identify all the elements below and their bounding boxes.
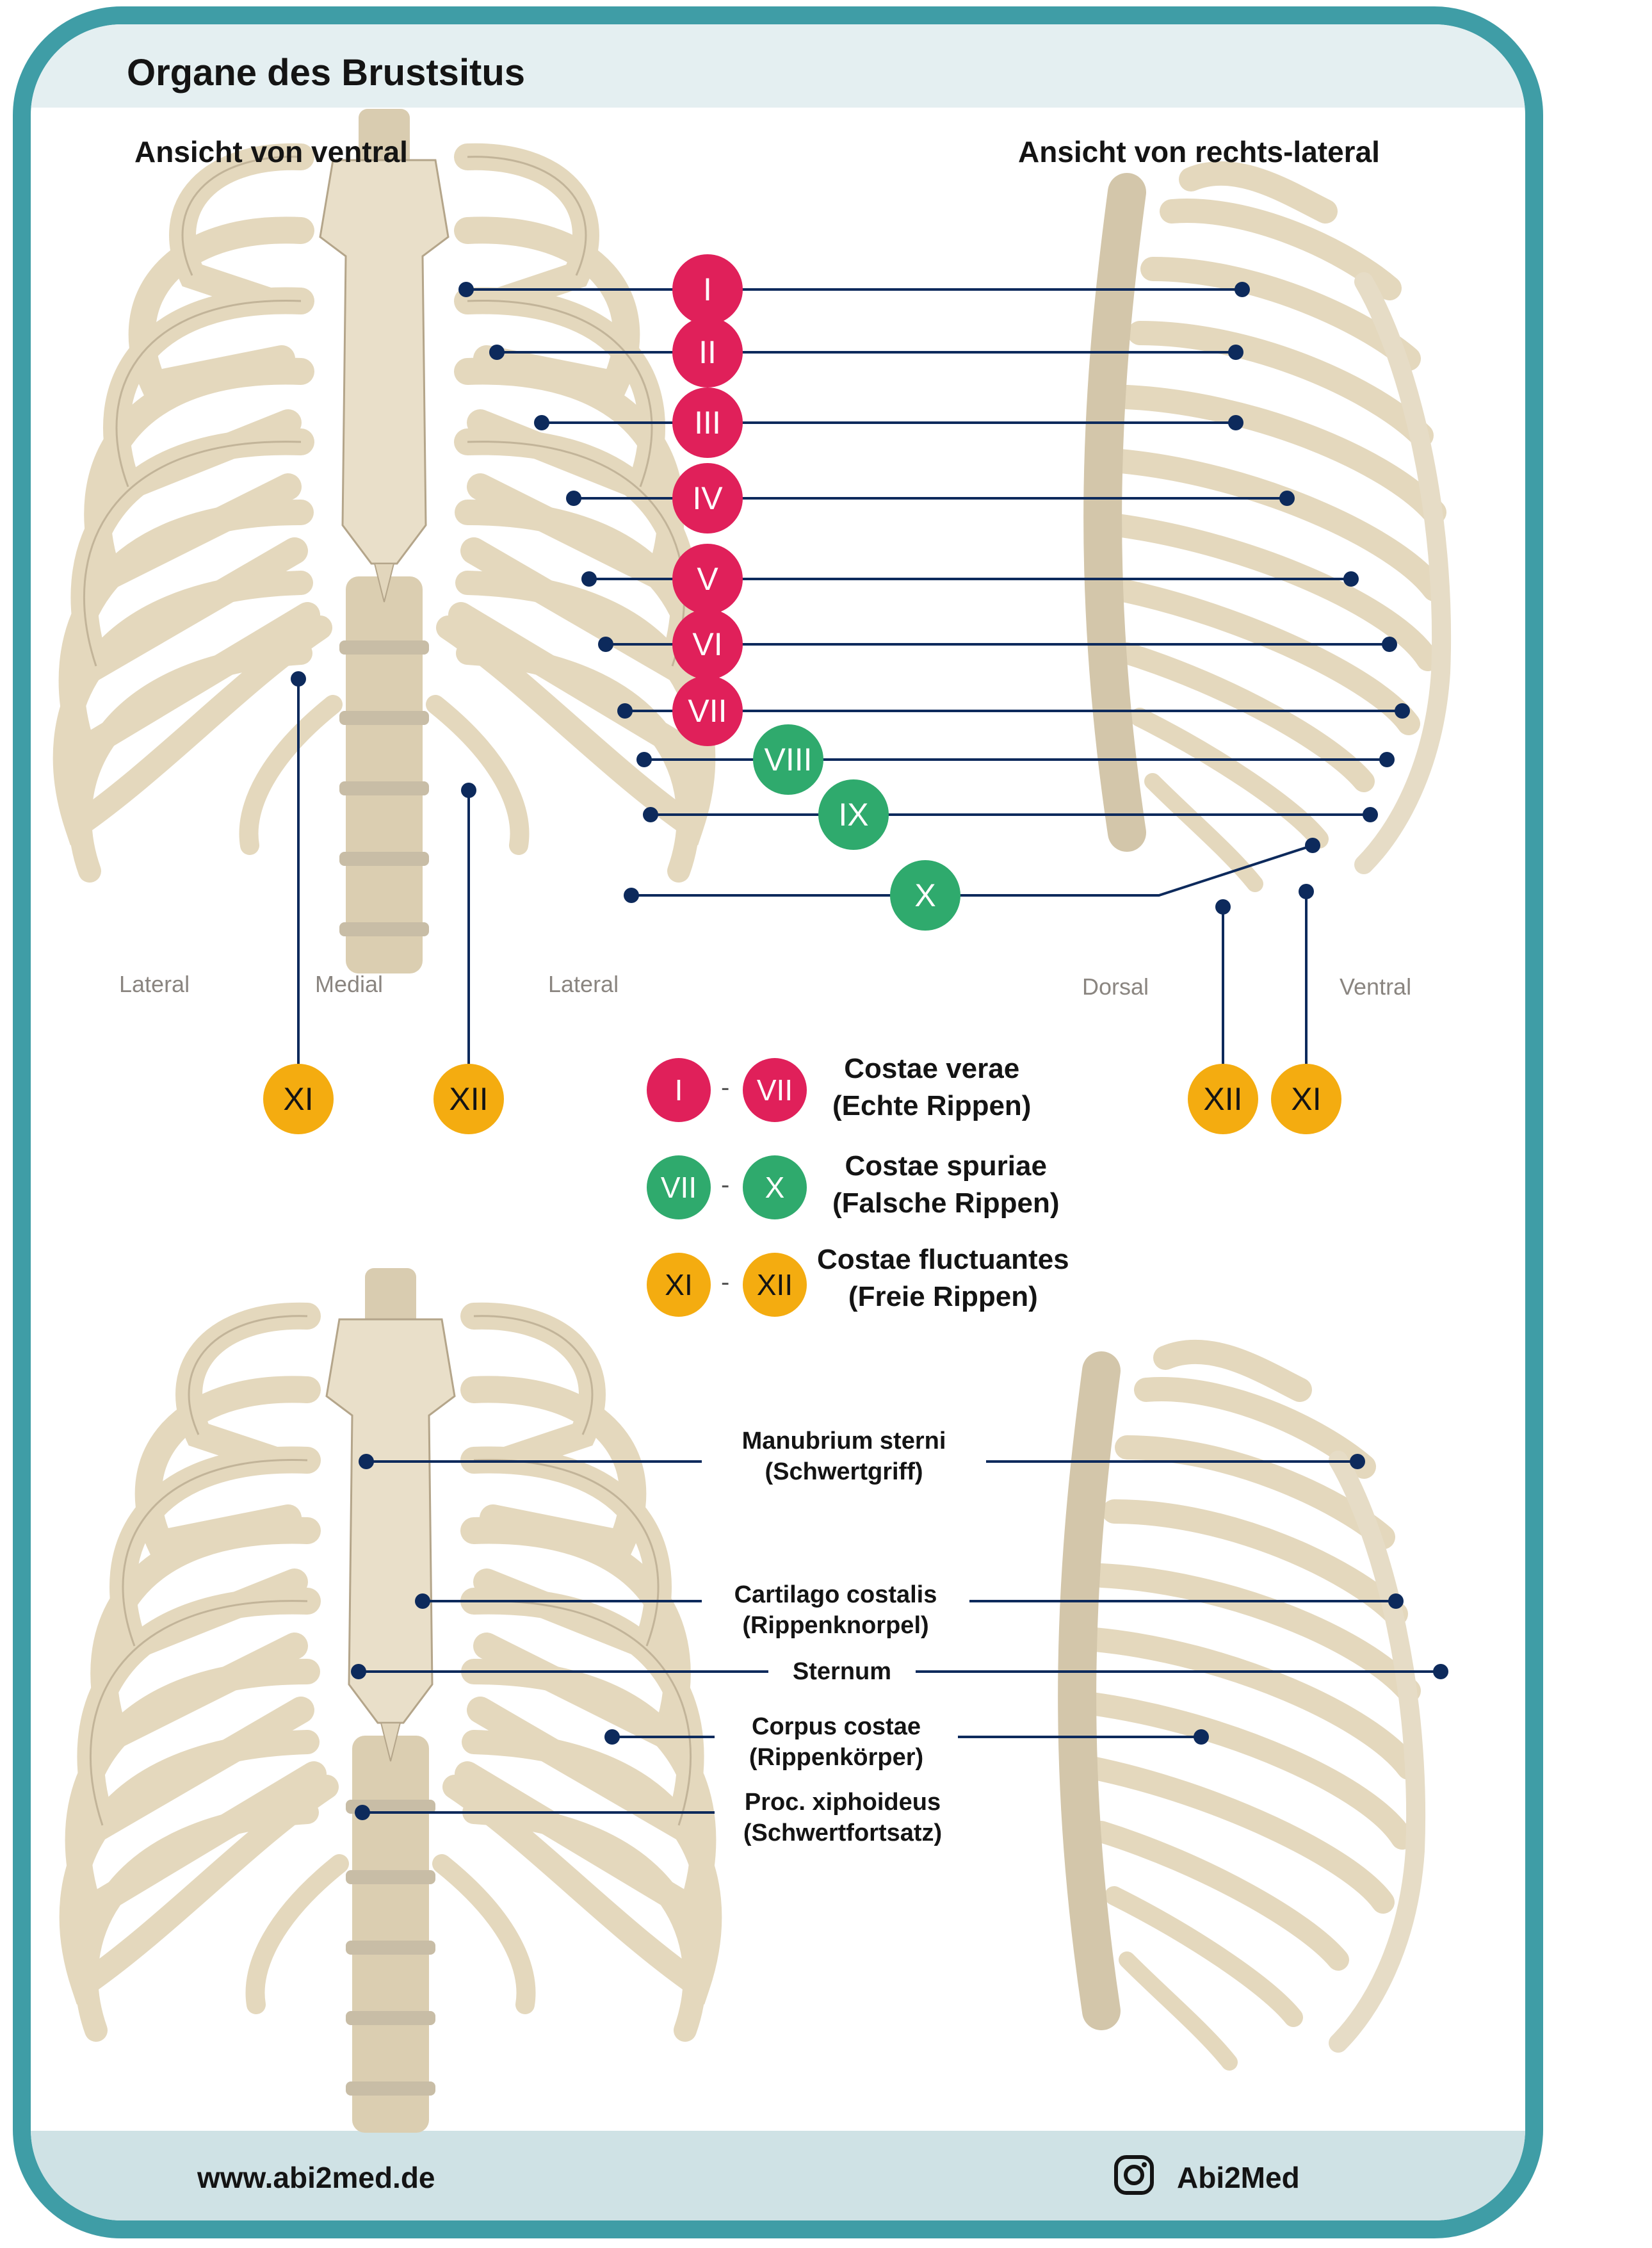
annotation-corpus-line2: (Rippenkörper) (749, 1744, 924, 1771)
legend-fluctuantes-line1: Costae fluctuantes (817, 1244, 1069, 1275)
rib-badge-10: X (890, 860, 960, 931)
annotation-sternum: Sternum (768, 1656, 916, 1687)
legend-fluctuantes-line2: (Freie Rippen) (848, 1281, 1038, 1312)
ventral-rib-cage-bottom (72, 1268, 710, 2133)
direction-ventral: Ventral (1340, 973, 1412, 1000)
legend-fluctuantes-to: XII (743, 1253, 807, 1317)
instagram-handle[interactable]: Abi2Med (1177, 2161, 1300, 2194)
legend-spuriae-line1: Costae spuriae (845, 1150, 1047, 1182)
rib-badge-4: IV (672, 463, 743, 533)
legend-spuriae-separator: - (721, 1171, 730, 1199)
annotation-xiphoid-line1: Proc. xiphoideus (744, 1789, 941, 1816)
legend-fluctuantes-separator: - (721, 1268, 730, 1296)
website-link[interactable]: www.abi2med.de (197, 2161, 435, 2194)
legend-spuriae-to: X (743, 1155, 807, 1219)
direction-dorsal: Dorsal (1082, 973, 1149, 1000)
legend-verae-line2: (Echte Rippen) (832, 1090, 1032, 1121)
annotation-cartilago-line1: Cartilago costalis (734, 1581, 937, 1608)
instagram-icon (1114, 2155, 1154, 2195)
ventral-view-heading: Ansicht von ventral (134, 135, 408, 168)
rib-badge-8: VIII (753, 724, 823, 795)
rib-leader-dots (291, 282, 1410, 915)
rib-badge-5: V (672, 544, 743, 614)
lateral-rib-cage-bottom (1077, 1352, 1416, 2062)
annotation-xiphoid-line2: (Schwertfortsatz) (743, 1820, 943, 1846)
annotation-xiphoid: Proc. xiphoideus (Schwertfortsatz) (715, 1787, 971, 1848)
annotation-cartilago: Cartilago costalis (Rippenknorpel) (702, 1579, 969, 1641)
rib-leader-lines (297, 288, 1402, 1071)
legend-fluctuantes-from: XI (647, 1253, 711, 1317)
annotation-sternum-line1: Sternum (792, 1658, 892, 1685)
direction-lateral-left: Lateral (119, 971, 190, 997)
rib-badge-3: III (672, 387, 743, 458)
annotation-corpus: Corpus costae (Rippenkörper) (715, 1711, 958, 1773)
legend-verae-text: Costae verae (Echte Rippen) (832, 1050, 1031, 1125)
rib-badge-9: IX (818, 779, 889, 850)
rib-badge-7: VII (672, 676, 743, 746)
annotation-manubrium-line2: (Schwertgriff) (765, 1458, 923, 1485)
rib-badge-12-ventral: XII (433, 1064, 504, 1134)
direction-medial: Medial (315, 971, 384, 997)
structure-leader-lines (359, 1460, 1441, 1814)
ventral-rib-cage-top (65, 109, 704, 973)
lateral-rib-cage-top (1103, 174, 1441, 884)
rib-badge-1: I (672, 254, 743, 325)
rib-badge-11-lateral: XI (1271, 1064, 1341, 1134)
rib-badge-6: VI (672, 609, 743, 680)
rib-badge-11-ventral: XI (263, 1064, 334, 1134)
annotation-cartilago-line2: (Rippenknorpel) (742, 1612, 929, 1639)
annotation-manubrium: Manubrium sterni (Schwertgriff) (702, 1426, 986, 1487)
legend-verae-line1: Costae verae (844, 1053, 1020, 1084)
title-bar: Organe des Brustsitus (31, 24, 1525, 108)
direction-lateral-right: Lateral (548, 971, 619, 997)
structure-leader-dots (351, 1454, 1448, 1820)
legend-fluctuantes-text: Costae fluctuantes (Freie Rippen) (817, 1241, 1069, 1315)
page-title: Organe des Brustsitus (127, 52, 526, 94)
legend-spuriae-text: Costae spuriae (Falsche Rippen) (832, 1148, 1060, 1222)
annotation-manubrium-line1: Manubrium sterni (741, 1428, 946, 1454)
footer-bar: www.abi2med.de Abi2Med (31, 2131, 1525, 2220)
legend-spuriae-from: VII (647, 1155, 711, 1219)
legend-verae-from: I (647, 1058, 711, 1122)
lateral-view-heading: Ansicht von rechts-lateral (1018, 135, 1380, 168)
legend-verae-separator: - (721, 1073, 730, 1102)
rib-badge-12-lateral: XII (1188, 1064, 1258, 1134)
legend-verae-to: VII (743, 1058, 807, 1122)
rib-badge-2: II (672, 317, 743, 387)
annotation-corpus-line1: Corpus costae (752, 1713, 921, 1740)
legend-spuriae-line2: (Falsche Rippen) (832, 1187, 1060, 1219)
